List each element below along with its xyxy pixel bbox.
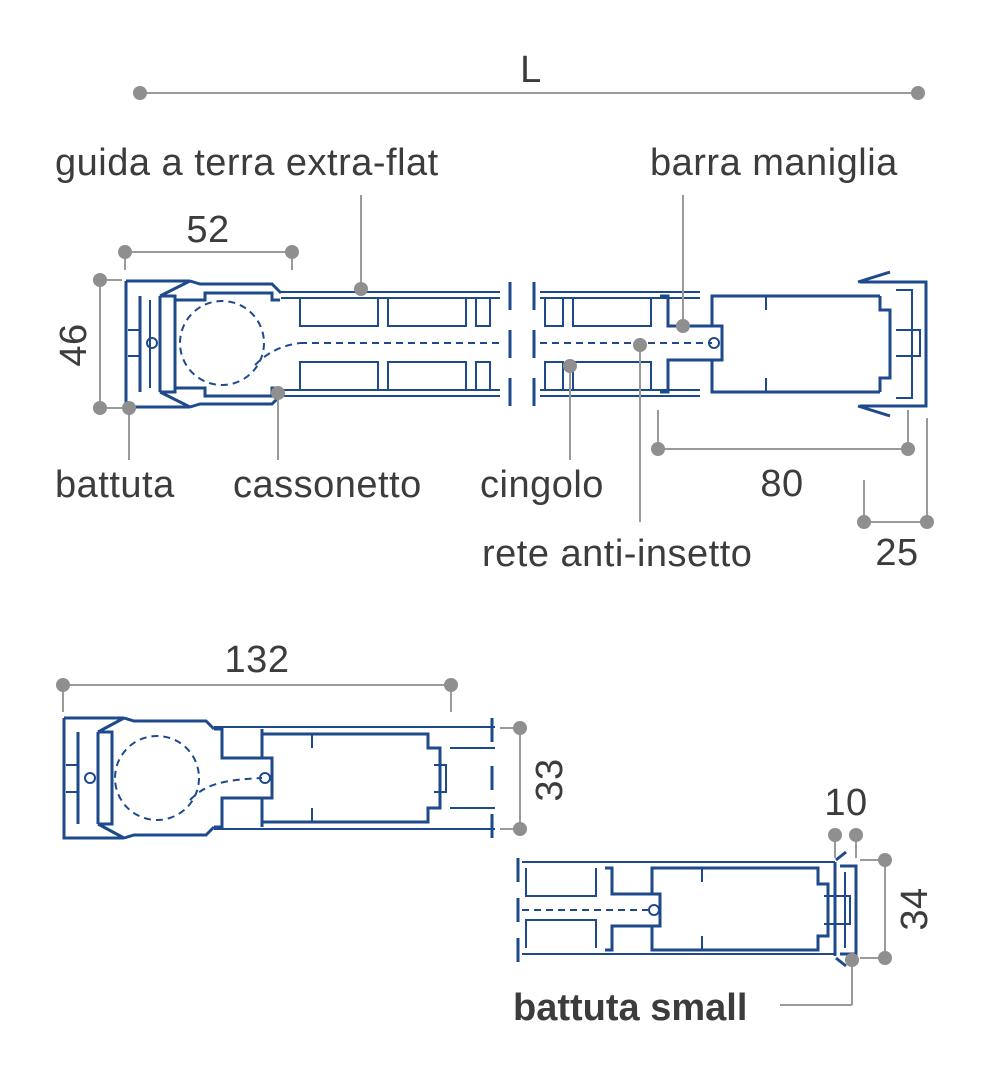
- label-52: 52: [186, 209, 229, 251]
- label-battuta-small: battuta small: [513, 987, 747, 1029]
- label-rete-anti-insetto: rete anti-insetto: [482, 533, 752, 575]
- label-25: 25: [875, 532, 918, 574]
- label-34: 34: [894, 887, 936, 930]
- profile-132: [62, 716, 495, 840]
- leader-battuta-small: [780, 953, 859, 1006]
- label-guida-a-terra: guida a terra extra-flat: [55, 142, 439, 184]
- profile-battuta: [124, 279, 175, 409]
- label-barra-maniglia: barra maniglia: [650, 142, 898, 184]
- label-battuta: battuta: [55, 464, 175, 506]
- dimension-46: 46: [53, 273, 122, 415]
- dimension-25: 25: [857, 418, 934, 574]
- profile-guida-left: [281, 282, 512, 406]
- dimension-80: 80: [651, 410, 915, 505]
- dimension-34: 34: [860, 853, 936, 965]
- dimension-132: 132: [56, 639, 458, 712]
- dimension-52: 52: [118, 209, 299, 270]
- label-46: 46: [53, 323, 95, 366]
- dimension-L: L: [133, 49, 925, 100]
- profile-guida-right: [532, 282, 712, 406]
- label-cassonetto: cassonetto: [233, 464, 422, 506]
- profile-battuta-small: [516, 850, 858, 968]
- label-cingolo: cingolo: [480, 464, 604, 506]
- label-L: L: [520, 49, 542, 91]
- dimension-33: 33: [500, 721, 571, 836]
- label-33: 33: [529, 758, 571, 801]
- label-132: 132: [225, 639, 290, 681]
- dimension-10: 10: [824, 782, 867, 858]
- leaders-top: [122, 195, 690, 522]
- label-10: 10: [824, 782, 867, 824]
- label-80: 80: [760, 463, 803, 505]
